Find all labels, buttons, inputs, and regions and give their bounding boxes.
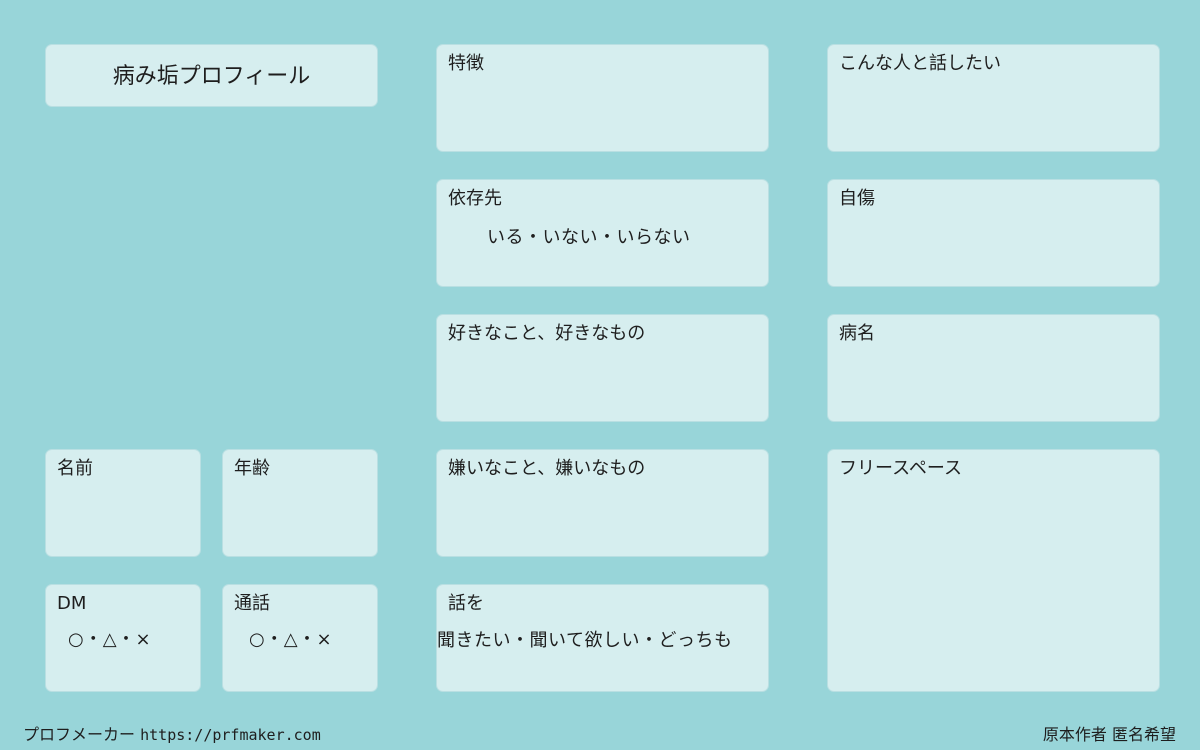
jishou-label: 自傷: [839, 188, 875, 209]
hanashi-options[interactable]: 聞きたい・聞いて欲しい・どっちも: [437, 630, 733, 651]
namae-card[interactable]: 名前: [45, 449, 201, 557]
tokuchou-card[interactable]: 特徴: [436, 44, 769, 152]
maker-link[interactable]: https://prfmaker.com: [140, 726, 321, 744]
izonsaki-card[interactable]: 依存先 いる・いない・いらない: [436, 179, 769, 287]
dm-options[interactable]: ○・△・×: [68, 629, 152, 650]
tokuchou-label: 特徴: [448, 53, 484, 74]
kirai-label: 嫌いなこと、嫌いなもの: [448, 458, 646, 479]
hanashi-card[interactable]: 話を 聞きたい・聞いて欲しい・どっちも: [436, 584, 769, 692]
suki-card[interactable]: 好きなこと、好きなもの: [436, 314, 769, 422]
nenrei-label: 年齢: [234, 458, 270, 479]
izonsaki-options[interactable]: いる・いない・いらない: [487, 227, 691, 248]
byoumei-label: 病名: [839, 323, 875, 344]
footer-author: 原本作者 匿名希望: [1042, 725, 1176, 744]
page-title: 病み垢プロフィール: [112, 64, 311, 89]
title-card: 病み垢プロフィール: [45, 44, 378, 107]
dm-card[interactable]: DM ○・△・×: [45, 584, 201, 692]
nenrei-card[interactable]: 年齢: [222, 449, 378, 557]
suki-label: 好きなこと、好きなもの: [448, 323, 646, 344]
tsuuwa-options[interactable]: ○・△・×: [249, 629, 333, 650]
byoumei-card[interactable]: 病名: [827, 314, 1160, 422]
footer-credit: プロフメーカー https://prfmaker.com: [23, 725, 321, 745]
tsuuwa-label: 通話: [234, 593, 270, 614]
hanashitai-label: こんな人と話したい: [839, 53, 1001, 74]
izonsaki-label: 依存先: [448, 188, 502, 209]
hanashi-label: 話を: [448, 593, 484, 614]
tsuuwa-card[interactable]: 通話 ○・△・×: [222, 584, 378, 692]
dm-label: DM: [57, 593, 87, 614]
hanashitai-card[interactable]: こんな人と話したい: [827, 44, 1160, 152]
jishou-card[interactable]: 自傷: [827, 179, 1160, 287]
free-space-label: フリースペース: [839, 458, 962, 479]
namae-label: 名前: [57, 458, 93, 479]
maker-label: プロフメーカー: [23, 725, 136, 744]
free-space-card[interactable]: フリースペース: [827, 449, 1160, 692]
kirai-card[interactable]: 嫌いなこと、嫌いなもの: [436, 449, 769, 557]
